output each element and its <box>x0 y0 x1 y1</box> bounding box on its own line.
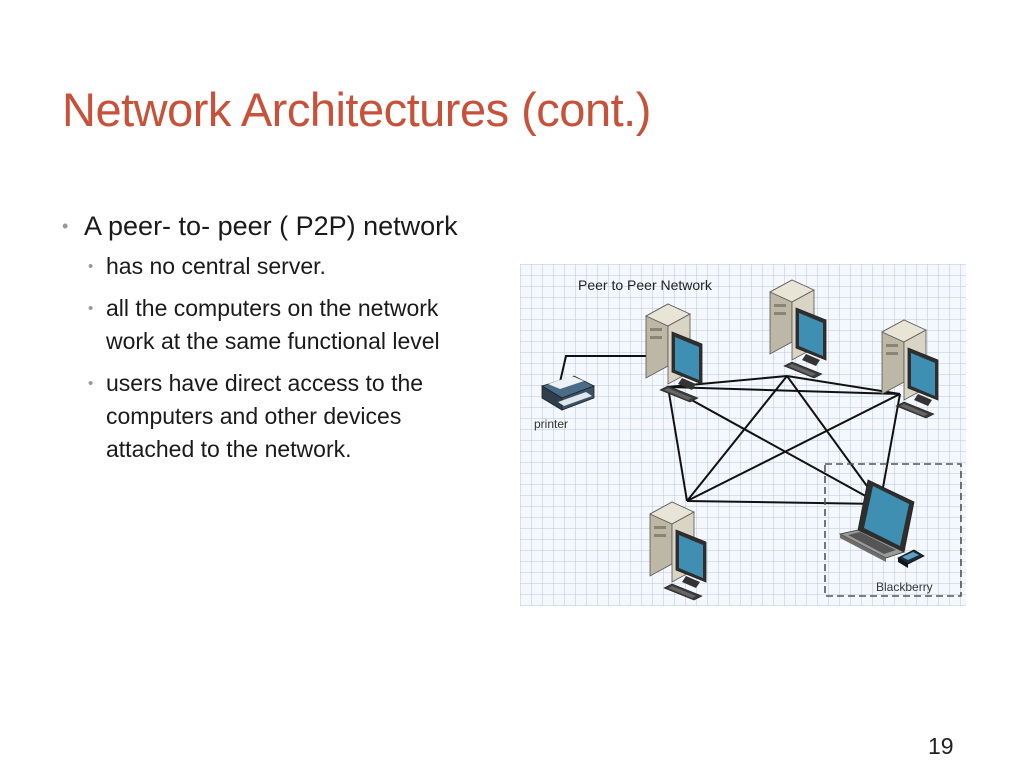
sub-bullet: • all the computers on the network work … <box>84 292 482 358</box>
sub-bullet-text: all the computers on the network work at… <box>106 295 440 354</box>
sub-bullet-list: • has no central server. • all the compu… <box>84 250 482 466</box>
bullet-main-text: A peer- to- peer ( P2P) network <box>84 211 458 241</box>
bullet-dot-icon: • <box>88 375 94 392</box>
sub-bullet: • users have direct access to the comput… <box>84 367 482 466</box>
sub-bullet-text: users have direct access to the computer… <box>106 370 424 462</box>
bullet-main: • A peer- to- peer ( P2P) network • has … <box>62 210 482 466</box>
slide-title: Network Architectures (cont.) <box>62 83 651 136</box>
connection-lines <box>559 355 901 505</box>
blackberry-label: Blackberry <box>876 580 933 594</box>
page-number: 19 <box>928 733 954 759</box>
diagram-title: Peer to Peer Network <box>578 277 713 293</box>
mobile-devices-box <box>824 463 962 597</box>
bullet-dot-icon: • <box>62 216 69 236</box>
printer-label: printer <box>534 417 568 431</box>
sub-bullet: • has no central server. <box>84 250 482 283</box>
p2p-network-diagram: Peer to Peer Network printer <box>520 264 966 606</box>
bullet-dot-icon: • <box>88 258 94 275</box>
phone-icon <box>897 549 925 568</box>
sub-bullet-text: has no central server. <box>106 253 326 279</box>
bullet-list: • A peer- to- peer ( P2P) network • has … <box>62 210 482 476</box>
printer-icon <box>541 375 595 411</box>
laptop-icon <box>838 479 915 562</box>
bullet-dot-icon: • <box>88 300 94 317</box>
